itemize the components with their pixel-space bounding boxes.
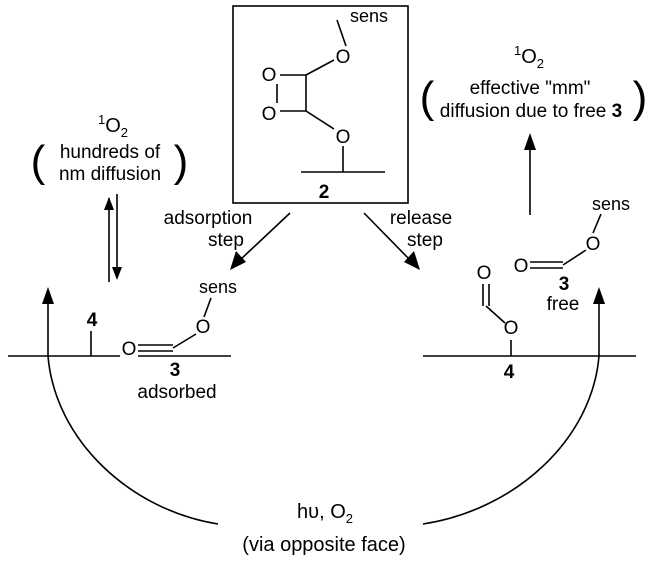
left-surface: 4 xyxy=(8,287,231,357)
arm-oxygen: O xyxy=(336,47,351,68)
left-sens-label: sens xyxy=(199,277,237,297)
release-label: release xyxy=(390,208,452,229)
right-4-carbonyl-oxygen: O xyxy=(477,263,492,284)
compound-2-label: 2 xyxy=(319,182,330,203)
left-carbonyl-oxygen: O xyxy=(122,339,137,360)
left-singlet-oxygen: 1O2 xyxy=(98,112,128,140)
adsorption-label: adsorption xyxy=(164,208,253,229)
right-singlet-o2-label: 1O2 xyxy=(514,43,544,71)
compound-2-frame xyxy=(232,5,409,204)
irradiation-label: hυ, O2 (via opposite face) xyxy=(242,501,405,556)
ring-oxygen-bottom: O xyxy=(262,104,277,125)
surface-arm: O xyxy=(301,110,385,173)
equilibrium-arrows xyxy=(104,194,122,282)
left-adsorbed-label: adsorbed xyxy=(137,382,216,403)
right-marker-4: 4 xyxy=(504,362,515,383)
right-free-label: free xyxy=(547,294,580,315)
right-surface: O O 4 xyxy=(423,262,636,383)
arm-oxygen-lower: O xyxy=(336,127,351,148)
left-paren-line2: nm diffusion xyxy=(59,164,161,185)
right-paren-open: ( xyxy=(420,73,435,122)
via-opposite-face-label: (via opposite face) xyxy=(242,534,405,556)
right-sens-label: sens xyxy=(592,194,630,214)
right-compound-3: O O sens 3 free xyxy=(512,194,630,315)
left-paren-line1: hundreds of xyxy=(60,142,161,163)
right-paren-close: ) xyxy=(633,73,648,122)
adsorption-step-arrow: adsorption step xyxy=(164,208,291,270)
left-singlet-o2-label: 1O2 xyxy=(98,112,128,140)
right-compound-3-label: 3 xyxy=(559,274,570,295)
right-paren-line1: effective "mm" xyxy=(470,78,591,99)
left-compound-3-label: 3 xyxy=(170,360,181,381)
compound-2-box: O O O sens O 2 xyxy=(232,5,409,204)
right-4-ester-oxygen: O xyxy=(504,318,519,339)
right-carbonyl-oxygen: O xyxy=(514,256,529,277)
sens-label: sens xyxy=(350,6,388,26)
left-ester-oxygen: O xyxy=(196,317,211,338)
left-compound-3: O O sens 3 adsorbed xyxy=(120,277,237,403)
release-step-arrow: release step xyxy=(363,208,452,270)
right-ester-oxygen: O xyxy=(586,234,601,255)
left-marker-4: 4 xyxy=(87,310,98,331)
ring-oxygen-top: O xyxy=(262,65,277,86)
left-paren-close: ) xyxy=(174,137,189,186)
right-paren-line2: diffusion due to free 3 xyxy=(440,101,622,122)
adsorption-step-label: step xyxy=(208,230,244,251)
left-paren-open: ( xyxy=(31,137,46,186)
sens-arm: O sens xyxy=(305,6,388,76)
bottom-arcs xyxy=(47,355,600,525)
left-parenthetical: ( ) hundreds of nm diffusion xyxy=(31,137,189,186)
right-singlet-oxygen: 1O2 xyxy=(514,43,544,71)
hv-o2-label: hυ, O2 xyxy=(297,501,353,526)
upward-diffusion-arrow xyxy=(524,133,536,215)
release-step-label: step xyxy=(407,230,443,251)
right-parenthetical: ( ) effective "mm" diffusion due to free… xyxy=(420,73,648,122)
dioxetane-ring: O O xyxy=(258,64,307,125)
